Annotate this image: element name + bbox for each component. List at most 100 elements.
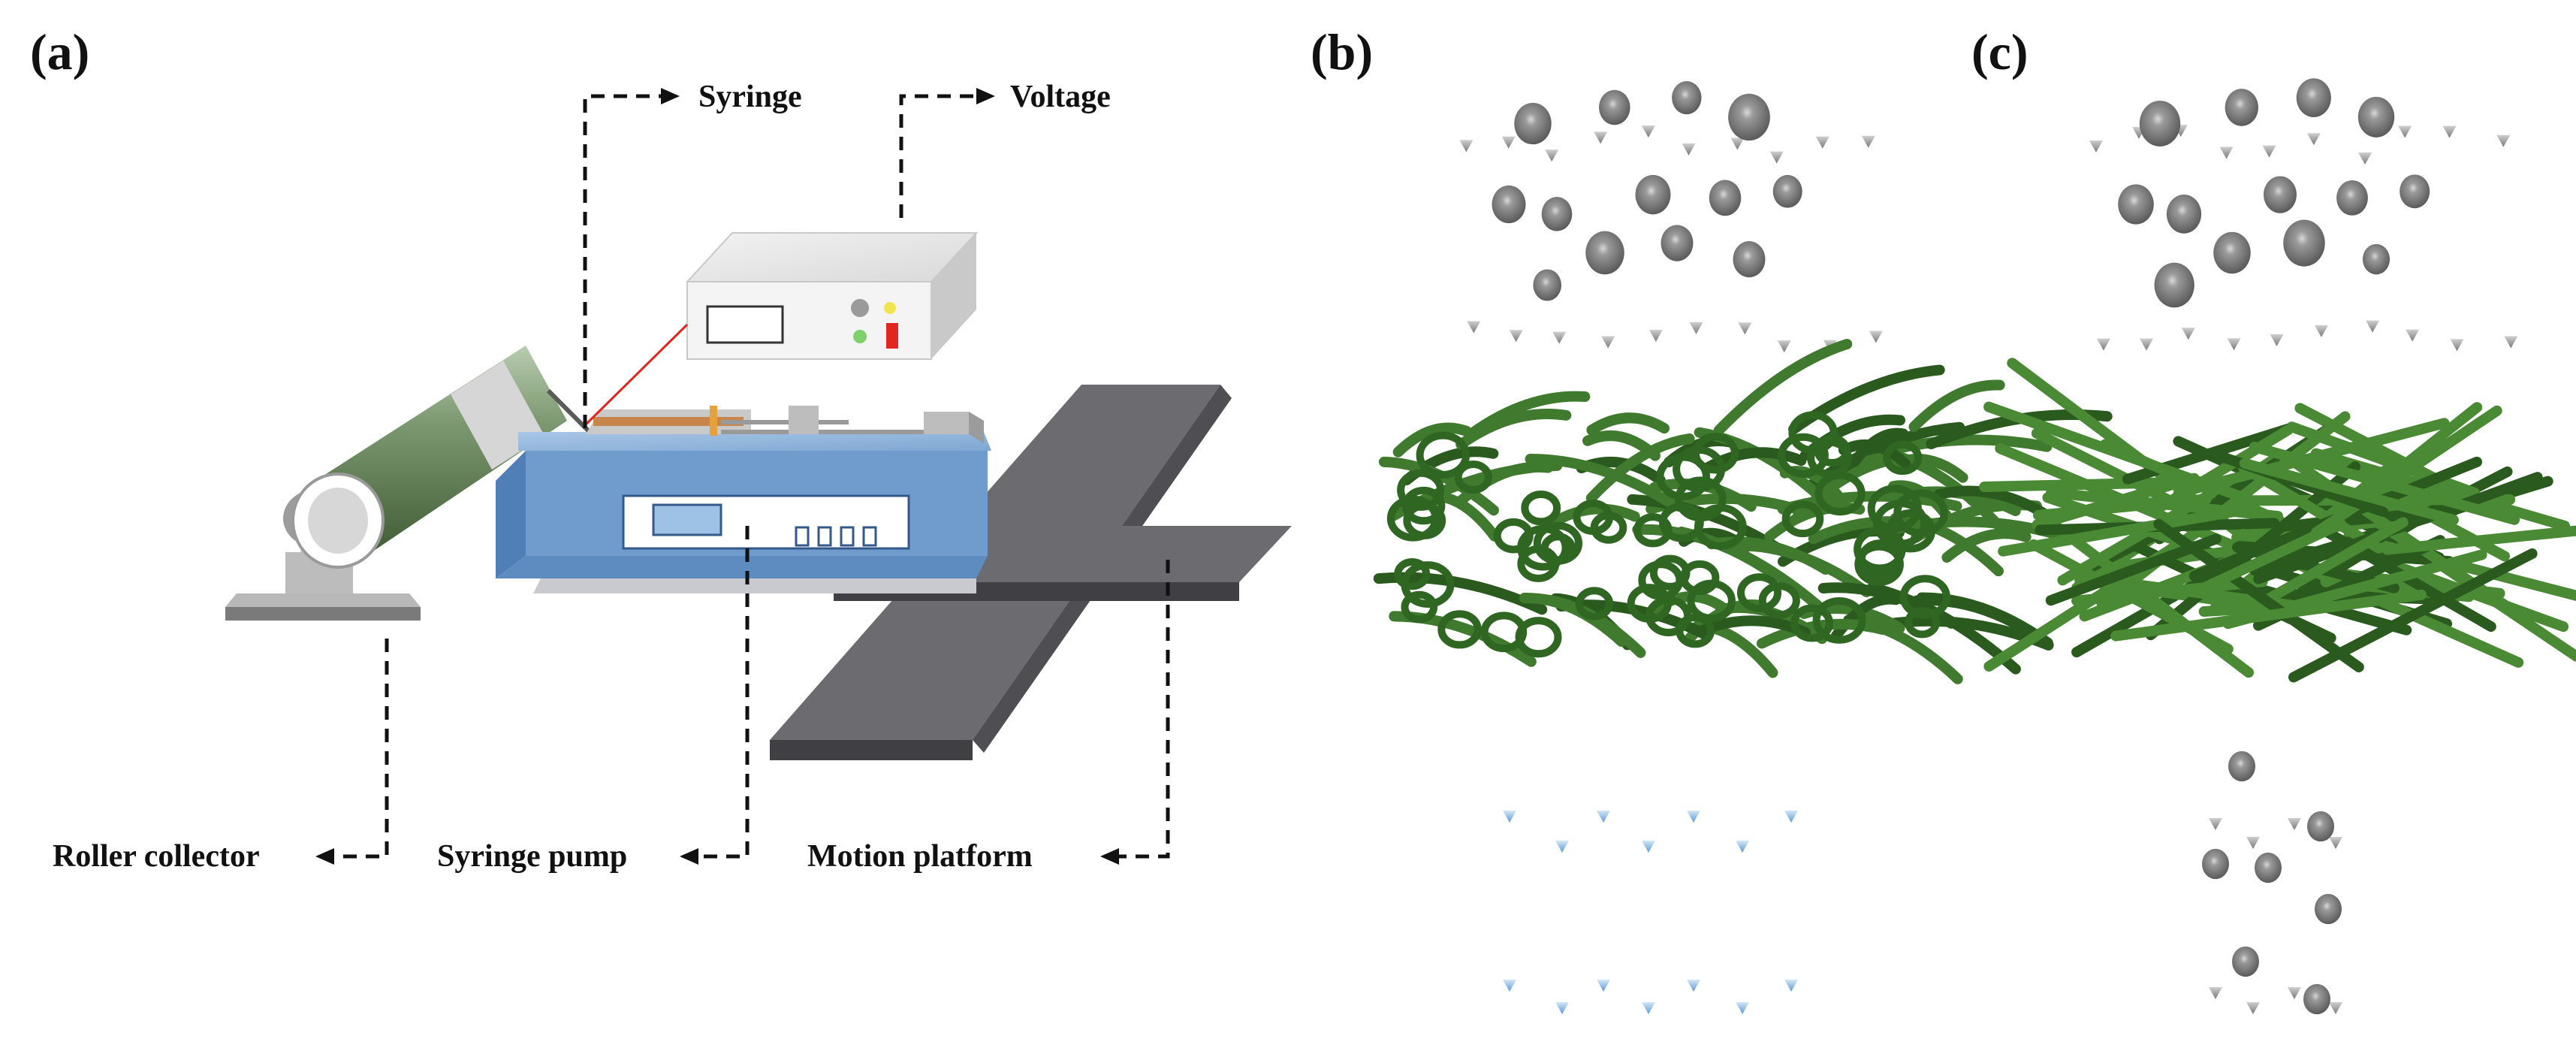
particle [2202,848,2229,880]
particle [2228,750,2255,782]
falling-arrow [1467,243,1481,334]
falling-arrow [1815,58,1829,149]
falling-arrow [1777,262,1791,353]
falling-arrow [1769,73,1784,164]
fiber-coil [1736,573,1782,612]
callout-motion-platform: Motion platform [807,560,1170,874]
water-arrow [1736,763,1749,853]
coiled-fiber [1454,461,1554,507]
coiled-fiber [1586,412,1670,436]
callout-roller-collector-text: Roller collector [53,839,260,874]
straight-fiber [2311,405,2502,538]
coiled-fiber [1735,540,1872,598]
panel-label-c: (c) [1971,23,2028,80]
particle [2400,174,2430,209]
particle [1492,185,1526,224]
fiber-coil [1883,440,1923,476]
falling-arrow [2140,260,2154,351]
panel-label-a: (a) [30,23,89,80]
syringe-pump [496,406,991,593]
particle [2213,231,2251,274]
particle [2232,946,2259,977]
falling-arrow [1823,261,1837,352]
falling-arrow [2504,258,2518,349]
fiber-coil [1397,469,1445,511]
falling-arrow [2262,67,2276,158]
particle [2118,184,2154,225]
panel-b-particles-top [1459,47,1883,353]
callout-syringe-pump-text: Syringe pump [437,839,627,874]
falling-arrow [2314,246,2328,337]
fiber-coil [1575,587,1614,621]
particle [2307,811,2334,842]
particle [2362,243,2390,275]
fiber-coil [1790,604,1833,642]
particle [2264,176,2297,213]
coiled-fiber [1713,338,1853,436]
falling-arrow [2246,917,2260,1014]
water-arrow [1597,894,1610,992]
callout-voltage: Voltage [899,80,1111,218]
fiber-coil [1893,489,1948,537]
fiber-coil [1857,539,1903,579]
particle [1585,231,1624,275]
fiber-coil [1521,490,1561,526]
particle [2255,852,2282,883]
fiber-coil [1416,431,1470,479]
falling-arrow [1545,71,1559,162]
fiber-coil [1904,606,1940,639]
coiled-fiber [1756,618,1888,649]
particle [2357,96,2395,137]
particle [1533,269,1561,301]
water-arrow [1687,732,1700,823]
falling-arrow [2096,260,2110,351]
straight-fiber [2239,458,2459,526]
falling-arrow [1869,252,1883,343]
fiber-coil [1394,557,1431,590]
fiber-coil [1573,499,1614,536]
coiled-fiber [1941,528,2032,563]
water-arrow [1736,917,1749,1014]
straight-fiber [2259,517,2409,607]
fiber-coil [1627,584,1673,624]
coiled-fiber [1525,454,1678,509]
falling-arrow [1594,53,1608,144]
straight-fiber [1998,504,2250,557]
falling-arrow [2209,740,2222,830]
voltage-supply [685,232,979,360]
falling-arrow [2442,47,2457,138]
particle [1541,197,1573,231]
falling-arrow [1509,252,1523,343]
coiled-fiber [1934,485,2052,521]
fiber-coil [1517,524,1570,571]
particle [2283,219,2325,267]
falling-arrow [1641,47,1655,138]
water-arrow [1503,732,1516,823]
callout-syringe-pump: Syringe pump [437,526,750,874]
particle [2296,78,2331,117]
falling-arrow [1689,243,1703,334]
callout-roller-collector: Roller collector [53,639,389,874]
falling-arrow [1861,57,1875,148]
falling-arrow [1501,58,1516,149]
straight-fiber [2288,548,2538,683]
particle [2303,983,2330,1015]
water-arrow [1597,732,1610,823]
fiber-coil [1437,610,1482,649]
particle [1709,180,1742,216]
coiled-fiber [1845,427,1909,474]
particle [2336,180,2368,216]
water-arrow [1642,763,1655,853]
particle [1728,93,1770,141]
particle [2315,893,2342,925]
coiled-fiber [1455,409,1572,450]
falling-arrow [2209,901,2222,999]
straight-fiber [2249,441,2520,525]
coiled-fiber [1694,615,1811,638]
straight-fiber [2238,462,2384,554]
panel-b-coiled-fiber-mat [1373,338,2113,684]
falling-arrow [2270,255,2284,346]
particle [1661,225,1694,261]
straight-fiber [2047,518,2255,678]
